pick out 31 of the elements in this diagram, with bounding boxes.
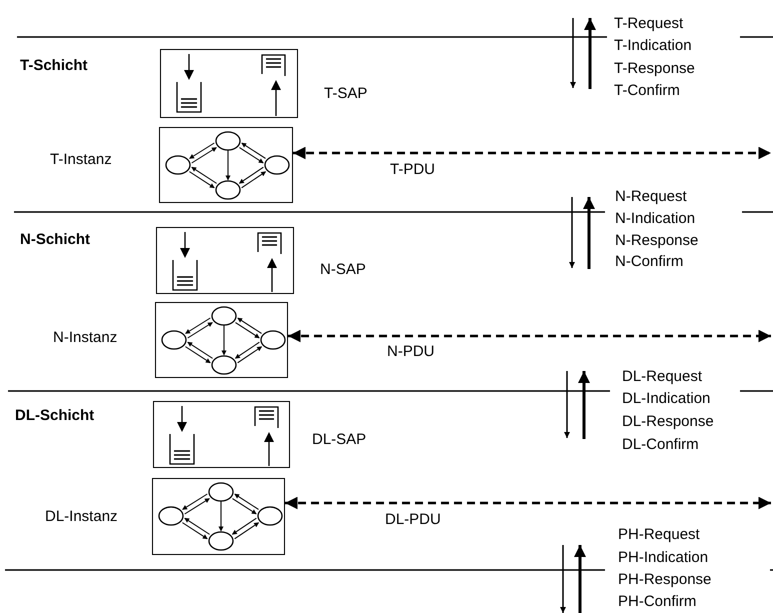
sap-label: DL-SAP xyxy=(312,430,366,450)
service-access-point-box xyxy=(156,227,294,294)
service-primitive-label: N-Response xyxy=(615,231,698,251)
service-primitive-label: PH-Indication xyxy=(618,548,708,568)
instance-label: DL-Instanz xyxy=(45,507,118,527)
sap-label: T-SAP xyxy=(324,84,368,104)
dashed-arrow xyxy=(293,146,771,160)
service-primitive-label: T-Confirm xyxy=(614,81,680,101)
service-access-point-box xyxy=(153,401,290,468)
layer-title: N-Schicht xyxy=(20,230,90,250)
service-primitive-label: DL-Confirm xyxy=(622,435,699,455)
layer-title: T-Schicht xyxy=(20,56,88,76)
service-primitive-label: N-Request xyxy=(615,187,687,207)
instance-label: N-Instanz xyxy=(53,328,118,348)
service-primitive-label: T-Request xyxy=(614,14,684,34)
service-primitive-label: PH-Confirm xyxy=(618,592,696,612)
service-primitive-label: DL-Response xyxy=(622,412,714,432)
service-primitive-label: PH-Request xyxy=(618,525,700,545)
service-primitive-label: T-Response xyxy=(614,59,695,79)
service-primitive-label: DL-Indication xyxy=(622,389,710,409)
dashed-arrow xyxy=(288,330,771,342)
service-primitive-label: N-Indication xyxy=(615,209,696,229)
service-primitive-label: N-Confirm xyxy=(615,252,684,272)
instance-label: T-Instanz xyxy=(50,150,112,170)
service-primitive-label: PH-Response xyxy=(618,570,712,590)
sap-label: N-SAP xyxy=(320,260,366,280)
service-primitive-label: DL-Request xyxy=(622,367,702,387)
service-primitive-label: T-Indication xyxy=(614,36,692,56)
service-access-point-box xyxy=(160,49,298,118)
dashed-arrow xyxy=(285,496,771,510)
layer-title: DL-Schicht xyxy=(15,406,94,426)
